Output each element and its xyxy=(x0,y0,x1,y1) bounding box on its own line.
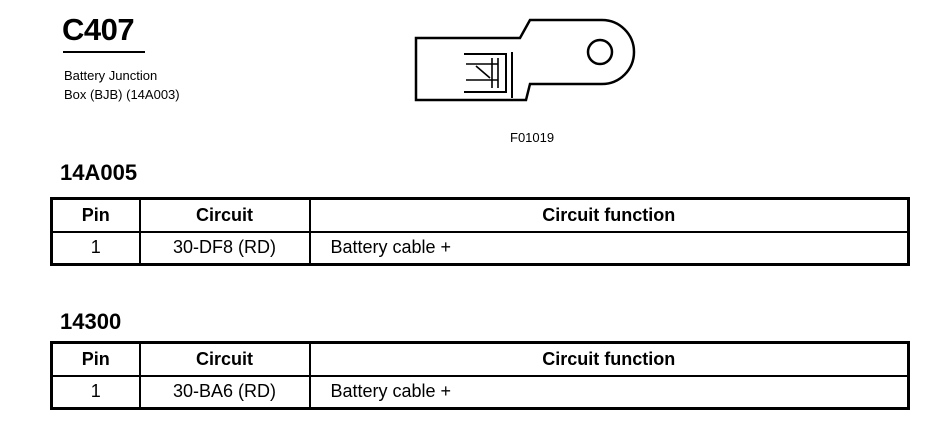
pin-cell: 1 xyxy=(50,230,141,266)
crimp-barrel xyxy=(464,53,507,93)
connector-description: Battery Junction Box (BJB) (14A003) xyxy=(64,66,264,104)
terminal-hole xyxy=(586,38,614,66)
column-header-circuit: Circuit xyxy=(138,341,311,377)
column-header-pin: Pin xyxy=(50,341,141,377)
column-header-pin: Pin xyxy=(50,197,141,233)
column-header-circuit-function: Circuit function xyxy=(308,197,910,233)
pin-table-1: Pin Circuit Circuit function 1 30-DF8 (R… xyxy=(50,197,910,266)
circuit-function-cell: Battery cable + xyxy=(308,374,910,410)
table-row: 1 30-DF8 (RD) Battery cable + xyxy=(50,230,910,266)
connector-title: C407 xyxy=(62,12,135,47)
table-header-row: Pin Circuit Circuit function xyxy=(50,341,910,377)
column-header-circuit: Circuit xyxy=(138,197,311,233)
table-heading-1: 14A005 xyxy=(60,160,138,185)
pin-cell: 1 xyxy=(50,374,141,410)
terminal-outline xyxy=(414,18,636,102)
ring-terminal-diagram xyxy=(414,18,636,102)
circuit-function-cell: Battery cable + xyxy=(308,230,910,266)
column-header-circuit-function: Circuit function xyxy=(308,341,910,377)
title-underline xyxy=(63,51,145,53)
table-header-row: Pin Circuit Circuit function xyxy=(50,197,910,233)
crimp-wire xyxy=(466,58,499,88)
pin-table-2: Pin Circuit Circuit function 1 30-BA6 (R… xyxy=(50,341,910,410)
circuit-cell: 30-DF8 (RD) xyxy=(138,230,311,266)
table-heading-2: 14300 xyxy=(60,309,122,334)
circuit-cell: 30-BA6 (RD) xyxy=(138,374,311,410)
description-line-2: Box (BJB) (14A003) xyxy=(64,87,180,102)
figure-id: F01019 xyxy=(510,130,555,145)
description-line-1: Battery Junction xyxy=(64,68,158,83)
table-row: 1 30-BA6 (RD) Battery cable + xyxy=(50,374,910,410)
